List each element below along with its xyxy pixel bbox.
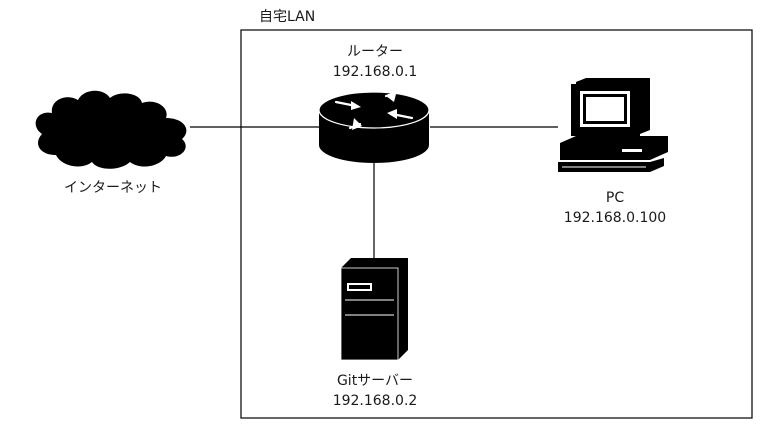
pc-name: PC <box>605 190 625 206</box>
server-name: Gitサーバー <box>336 373 414 389</box>
server-tower-icon <box>340 258 408 361</box>
desktop-computer-icon <box>558 78 668 172</box>
lan-boundary <box>240 29 753 419</box>
server-ip: 192.168.0.2 <box>332 393 418 409</box>
pc-label: PC 192.168.0.100 <box>545 188 685 228</box>
router-name: ルーター <box>347 44 403 60</box>
pc-ip: 192.168.0.100 <box>563 210 667 226</box>
router-icon <box>318 90 430 163</box>
internet-label: インターネット <box>64 180 162 196</box>
server-label: Gitサーバー 192.168.0.2 <box>300 371 450 411</box>
router-label: ルーター 192.168.0.1 <box>300 42 450 82</box>
cloud-icon <box>35 90 187 169</box>
lan-label: 自宅LAN <box>259 9 316 25</box>
router-ip: 192.168.0.1 <box>332 64 418 80</box>
